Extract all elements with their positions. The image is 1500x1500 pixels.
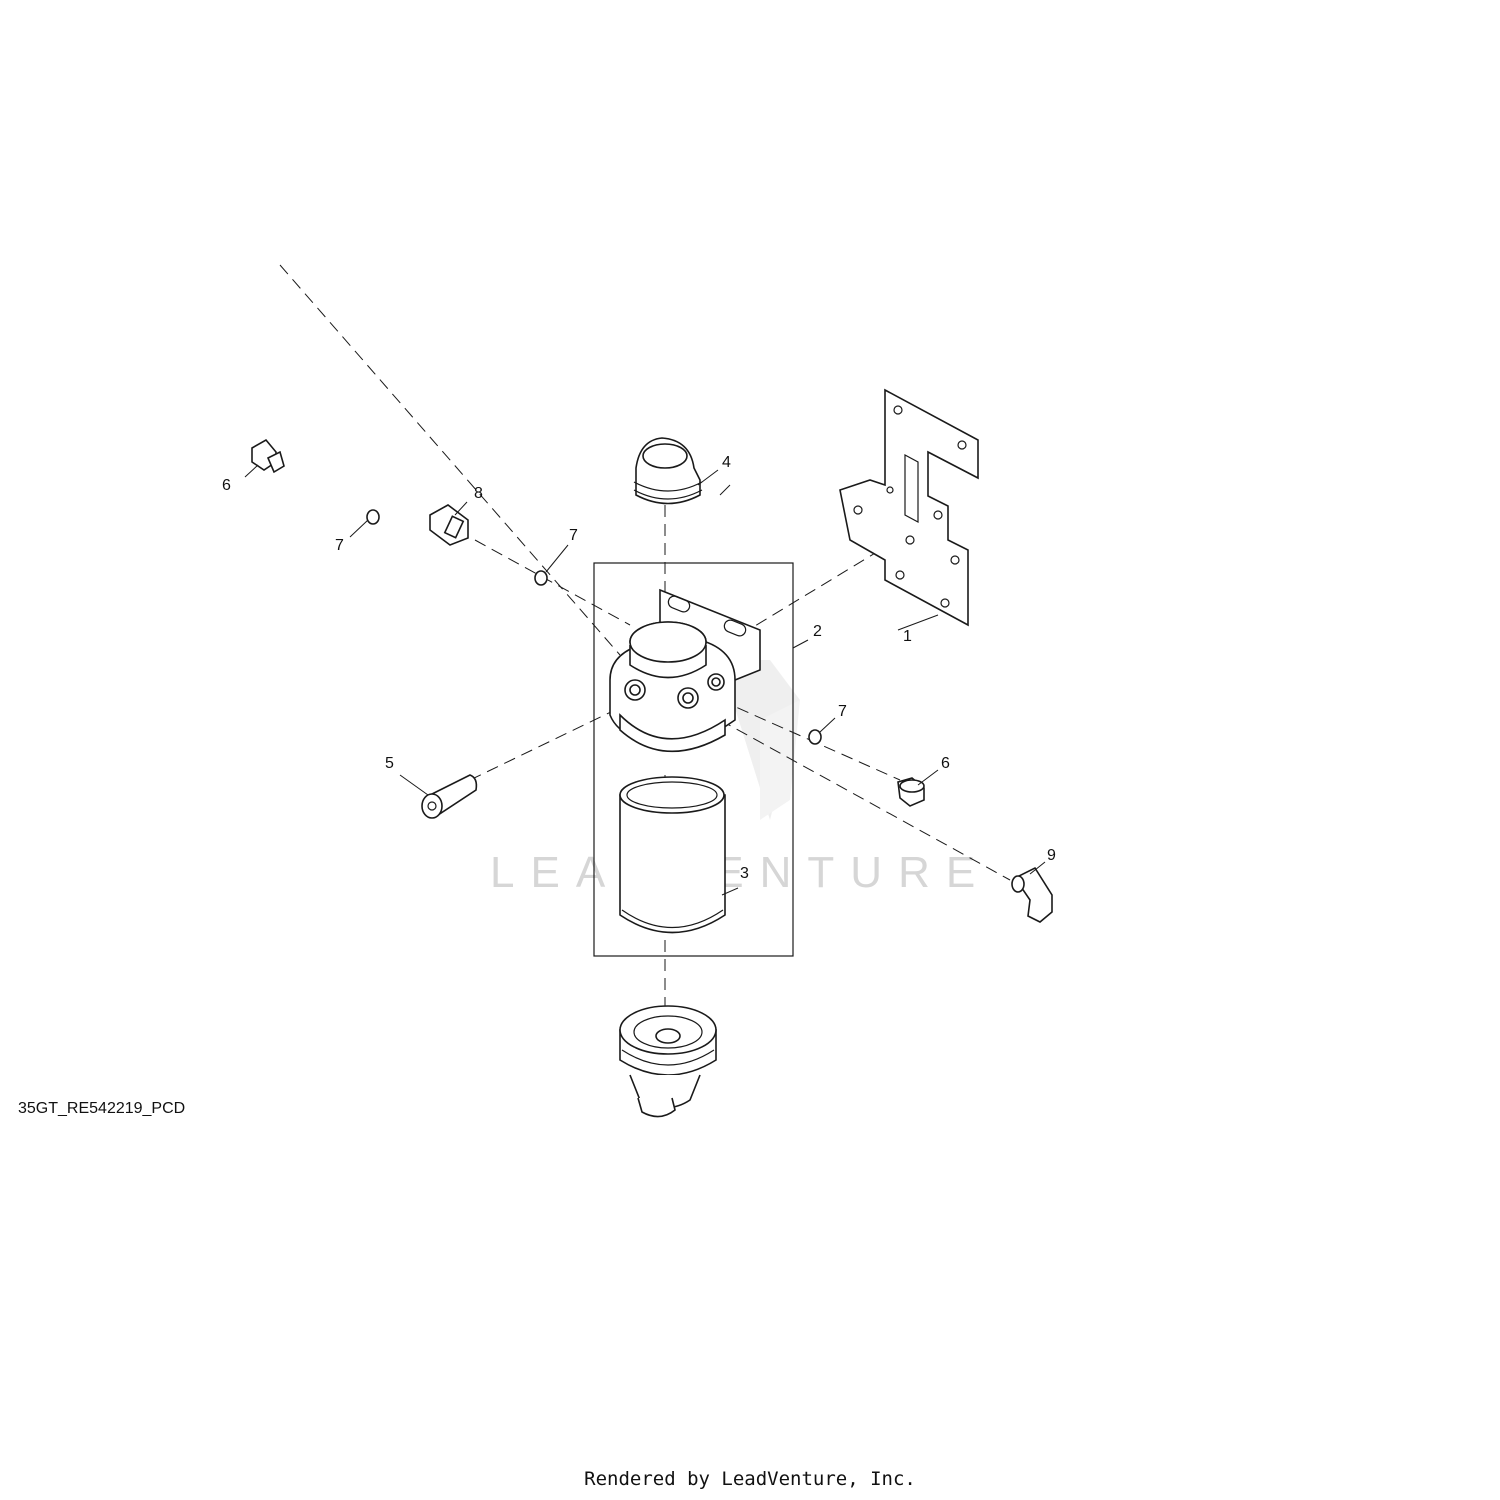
filter-head-part: [609, 588, 761, 753]
callout-1: 1: [903, 628, 912, 645]
callout-8: 8: [474, 485, 483, 502]
callout-6-top: 6: [222, 477, 231, 494]
callout-2: 2: [813, 623, 822, 640]
callout-7-middle: 7: [569, 527, 578, 544]
fitting-part: [429, 504, 469, 546]
mounting-bracket-part: [839, 388, 979, 627]
elbow-fitting-part: [1011, 866, 1053, 923]
plug-top-left-part: [251, 438, 285, 474]
watermark-logo: [720, 660, 800, 820]
rendered-by-footer: Rendered by LeadVenture, Inc.: [584, 1468, 916, 1490]
callout-4: 4: [722, 454, 731, 471]
callout-5: 5: [385, 755, 394, 772]
plug-right-part: [897, 777, 925, 807]
o-ring-upper-right-part: [534, 570, 548, 586]
callout-3: 3: [740, 865, 749, 882]
callout-6-right: 6: [941, 755, 950, 772]
watermark-text: LEADVENTURE: [490, 848, 991, 897]
filter-element-part: [619, 776, 726, 934]
callout-9: 9: [1047, 847, 1056, 864]
callout-7-left: 7: [335, 537, 344, 554]
o-ring-upper-left-part: [366, 509, 380, 525]
sediment-bowl-part: [619, 1005, 717, 1118]
callout-leaders: [244, 464, 1046, 896]
bolt-part: [421, 774, 478, 819]
cap-part: [633, 437, 703, 505]
o-ring-right-part: [808, 729, 822, 745]
diagram-reference-code: 35GT_RE542219_PCD: [18, 1100, 186, 1117]
filter-assembly-frame: [593, 562, 794, 957]
callout-7-right: 7: [838, 703, 847, 720]
